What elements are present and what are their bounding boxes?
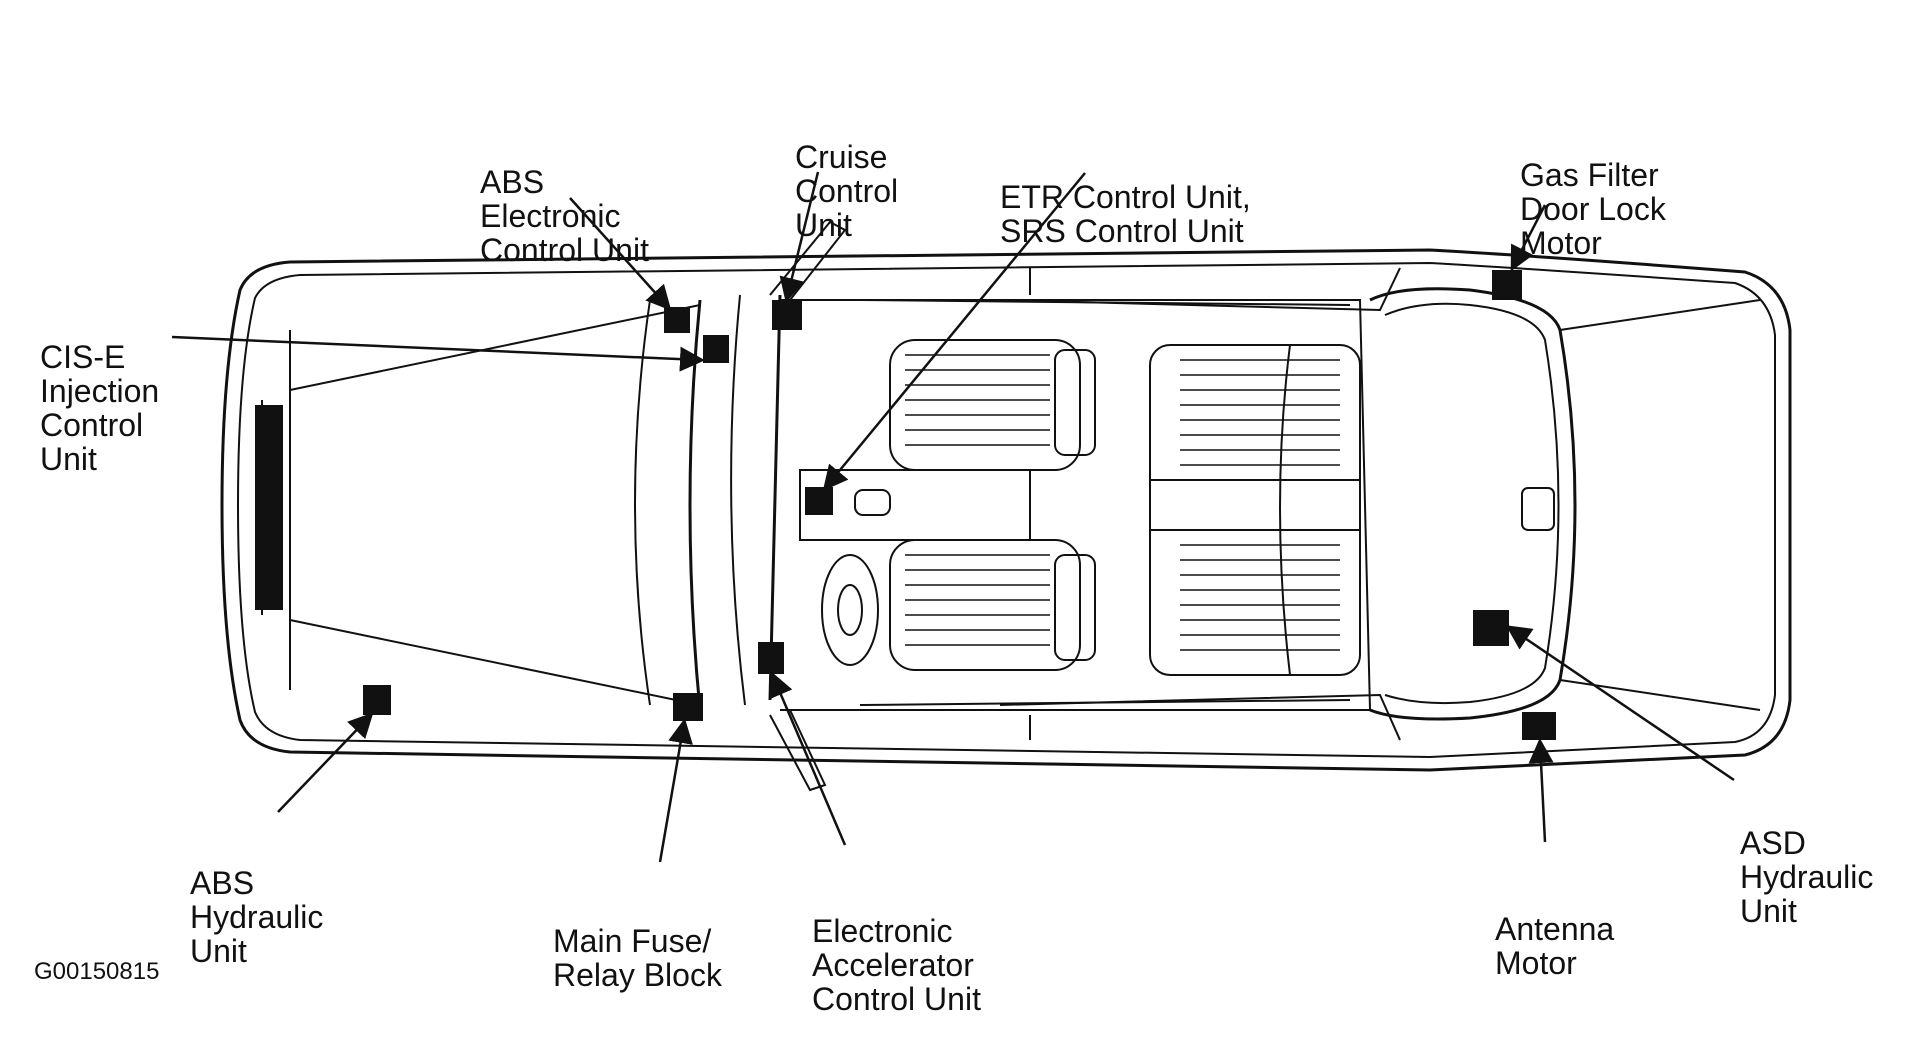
etr-srs-marker [805,487,833,515]
antenna-marker [1522,712,1556,740]
abs-ecu-marker [664,307,690,333]
abs-hydraulic-marker [363,685,391,715]
cis-e-marker [703,335,729,363]
label-etr-srs-control-unit: ETR Control Unit,SRS Control Unit [1000,179,1251,249]
asd-hydraulic-marker [1473,610,1509,646]
electronic-accel-marker [758,642,784,674]
component-markers [363,270,1556,740]
gas-filter-marker [1492,270,1522,300]
main-fuse-marker [673,693,703,721]
figure-id: G00150815 [34,958,160,985]
leader-lines [171,171,1735,863]
cruise-control-marker [772,300,802,330]
car-body-outline [220,220,1792,792]
label-main-fuse-relay-block: Main Fuse/Relay Block [553,923,722,993]
